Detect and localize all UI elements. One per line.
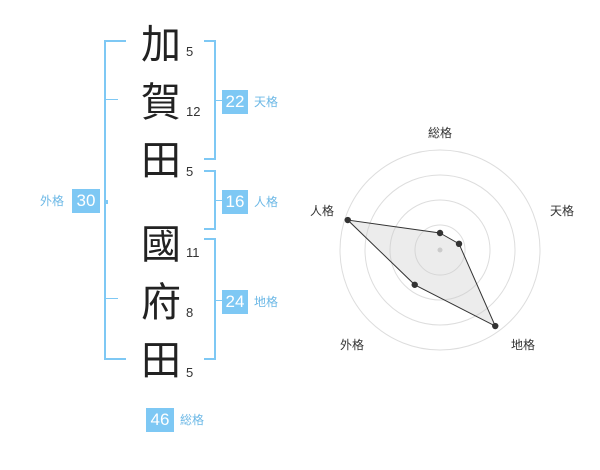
radar-point xyxy=(455,240,463,248)
radar-axis-label: 地格 xyxy=(511,338,536,352)
stroke-count: 8 xyxy=(186,305,194,320)
name-char: 田 xyxy=(141,138,181,184)
jinkaku-label: 人格 xyxy=(254,195,279,209)
name-char: 加 xyxy=(141,22,181,68)
name-char: 國 xyxy=(141,222,181,268)
bracket-tick xyxy=(215,300,222,301)
radar-point xyxy=(344,216,351,224)
stroke-count: 11 xyxy=(186,245,200,260)
bracket-tick xyxy=(215,100,222,101)
bracket-tick xyxy=(104,298,118,299)
tenkaku-label: 天格 xyxy=(254,95,279,109)
radar-axis-label: 総格 xyxy=(428,126,453,140)
chikaku-value: 24 xyxy=(222,290,248,314)
tenkaku-value: 22 xyxy=(222,90,248,114)
name-char: 田 xyxy=(141,338,181,384)
stroke-count: 5 xyxy=(186,164,194,179)
radar-axis-label: 人格 xyxy=(310,204,335,218)
radar-ring xyxy=(389,199,491,301)
chikaku-label: 地格 xyxy=(254,295,279,309)
stroke-count: 12 xyxy=(186,104,201,119)
radar-ring xyxy=(339,149,541,351)
chikaku-bracket xyxy=(204,238,216,360)
stroke-count: 5 xyxy=(186,44,194,59)
radar-ring xyxy=(364,174,516,326)
radar-point xyxy=(436,229,444,237)
name-char: 府 xyxy=(141,280,181,326)
radar-ring xyxy=(414,224,466,276)
soukaku-value: 46 xyxy=(146,408,174,432)
jinkaku-value: 16 xyxy=(222,190,248,214)
gaikaku-label: 外格 xyxy=(40,194,65,208)
bracket-tick xyxy=(104,99,118,100)
radar-center-dot xyxy=(437,247,443,253)
bracket-tick xyxy=(215,200,222,201)
stroke-count: 5 xyxy=(186,365,194,380)
radar-point xyxy=(492,322,499,330)
radar-polygon xyxy=(346,219,497,328)
radar-axis-label: 天格 xyxy=(550,204,575,218)
name-char: 賀 xyxy=(141,80,181,126)
radar-axis-label: 外格 xyxy=(340,338,365,352)
radar-point xyxy=(411,281,418,288)
gaikaku-value: 30 xyxy=(72,189,100,213)
soukaku-label: 総格 xyxy=(180,413,205,427)
bracket-tick xyxy=(104,200,108,204)
